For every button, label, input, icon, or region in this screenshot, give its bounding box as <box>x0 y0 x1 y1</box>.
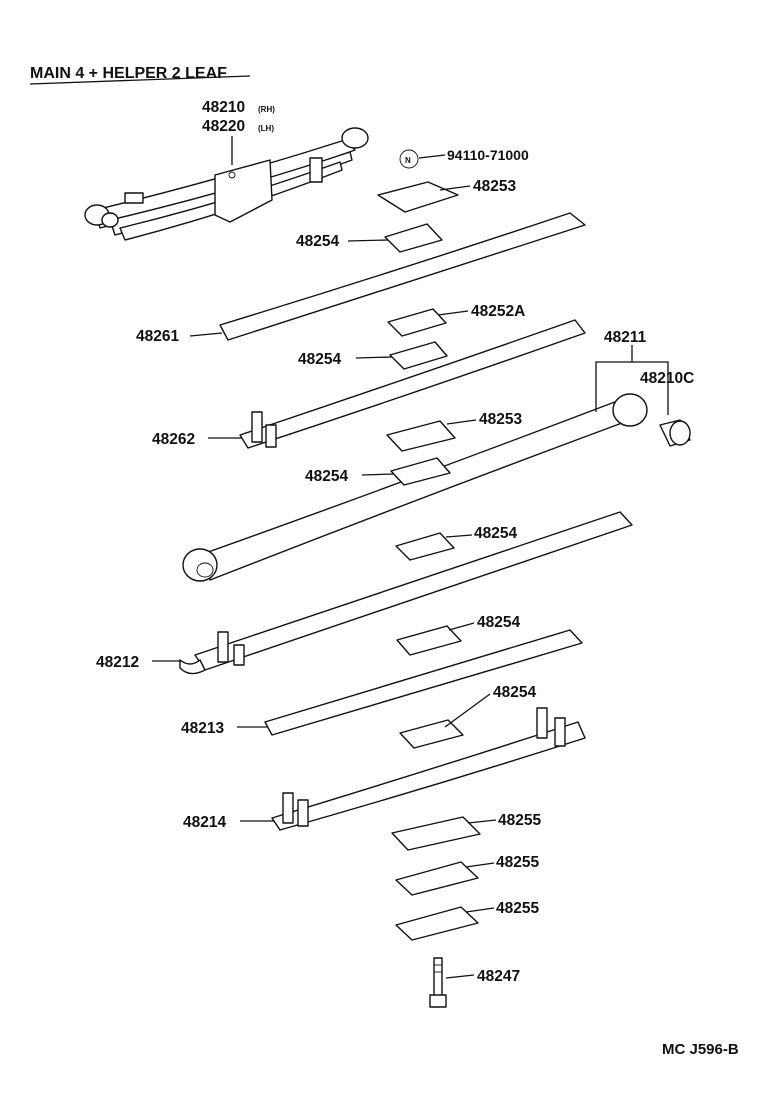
label-48254-d: 48254 <box>474 525 517 542</box>
label-lh: (LH) <box>258 124 274 133</box>
label-48253-top: 48253 <box>473 178 516 195</box>
leader-48253-b <box>446 419 477 425</box>
leader-94110 <box>418 154 446 159</box>
leader-48254-a <box>347 239 389 242</box>
label-48254-b: 48254 <box>298 351 341 368</box>
label-48254-c: 48254 <box>305 468 348 485</box>
label-48220: 48220 <box>202 118 245 135</box>
leaf-48214[interactable] <box>271 707 586 831</box>
label-rh: (RH) <box>258 105 275 114</box>
label-48254-e: 48254 <box>477 614 520 631</box>
pad-48254-b[interactable] <box>389 341 448 370</box>
leader-48252a <box>437 310 469 316</box>
pad-48252a[interactable] <box>387 308 447 337</box>
pad-48254-e[interactable] <box>396 625 462 656</box>
center-bolt-48247[interactable] <box>429 957 447 1008</box>
pad-48254-c[interactable] <box>390 457 451 486</box>
leader-48261 <box>189 332 223 337</box>
pad-48254-f[interactable] <box>399 719 464 749</box>
label-48247: 48247 <box>477 968 520 985</box>
label-48254-f: 48254 <box>493 684 536 701</box>
leader-48254-d <box>445 534 473 538</box>
leaf-48212[interactable] <box>179 511 633 675</box>
leader-48254-f <box>444 693 491 728</box>
leader-48253-top <box>439 185 471 191</box>
pad-48254-d[interactable] <box>395 532 455 561</box>
label-48252a: 48252A <box>471 303 525 320</box>
title-underline <box>29 75 251 85</box>
main-leaf-48211[interactable] <box>182 393 648 582</box>
label-48261: 48261 <box>136 328 179 345</box>
diagram-title: MAIN 4 + HELPER 2 LEAF <box>30 65 227 82</box>
bushing-48210c[interactable] <box>659 419 691 447</box>
leader-48255-a <box>467 819 497 824</box>
label-94110-71000: 94110-71000 <box>447 147 529 163</box>
plate-48255-c[interactable] <box>395 906 479 941</box>
label-48254-a: 48254 <box>296 233 339 250</box>
leaf-48262[interactable] <box>239 319 586 449</box>
label-48262: 48262 <box>152 431 195 448</box>
leader-48254-e <box>448 622 475 631</box>
label-48210: 48210 <box>202 99 245 116</box>
label-48255-c: 48255 <box>496 900 539 917</box>
label-48214: 48214 <box>183 814 226 831</box>
label-48210c: 48210C <box>640 370 694 387</box>
leaf-48213[interactable] <box>264 629 583 736</box>
label-48211: 48211 <box>604 329 647 346</box>
clip-pad-48253-b[interactable] <box>386 420 456 452</box>
plate-48255-b[interactable] <box>395 861 479 896</box>
label-48255-b: 48255 <box>496 854 539 871</box>
pad-48254-a[interactable] <box>384 223 443 253</box>
label-48212: 48212 <box>96 654 139 671</box>
label-48253-b: 48253 <box>479 411 522 428</box>
leaf-48261[interactable] <box>219 212 586 341</box>
n-mark-text: N <box>405 156 411 165</box>
label-48213: 48213 <box>181 720 224 737</box>
leader-48255-b <box>465 862 495 868</box>
leader-48254-c <box>361 473 394 476</box>
leader-48254-b <box>355 356 393 359</box>
leader-48255-c <box>465 907 495 913</box>
leaf-spring-assembly[interactable] <box>84 127 369 241</box>
clip-pad-48253-top[interactable] <box>377 181 459 213</box>
n-mark-circle <box>399 149 419 169</box>
diagram-code: MC J596-B <box>662 1041 739 1058</box>
label-48255-a: 48255 <box>498 812 541 829</box>
leader-48247 <box>445 974 475 979</box>
plate-48255-a[interactable] <box>391 816 481 851</box>
